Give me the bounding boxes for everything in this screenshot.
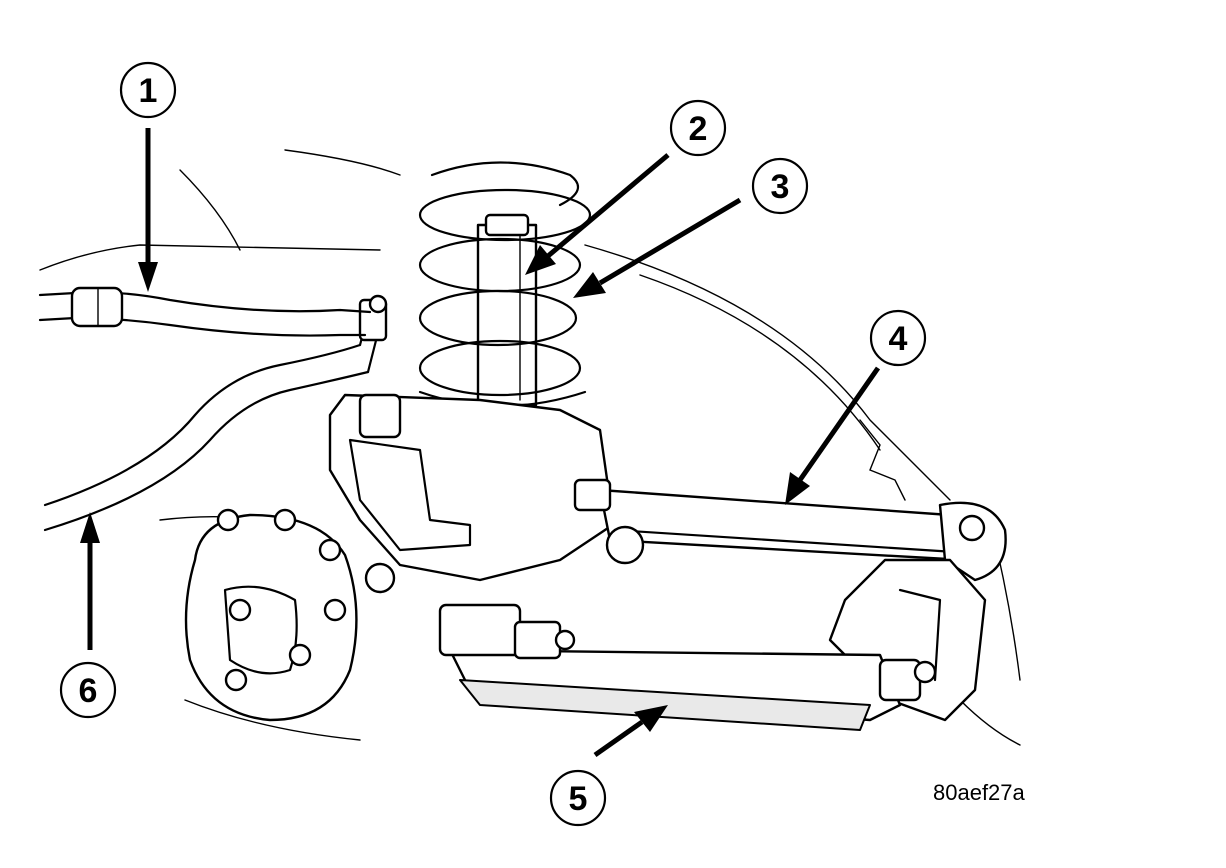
callout-2-label: 2 xyxy=(689,110,708,148)
body-contour-lines xyxy=(39,149,1021,746)
frame-bracket xyxy=(828,558,987,722)
callout-1-label: 1 xyxy=(139,72,158,110)
callout-6-label: 6 xyxy=(79,672,98,710)
callout-2: 2 xyxy=(669,99,727,157)
arrow-5 xyxy=(593,719,644,758)
axle-housing xyxy=(328,393,622,594)
upper-control-arm xyxy=(573,478,1007,582)
lower-control-arm xyxy=(438,603,937,731)
differential-cover xyxy=(184,508,358,722)
callout-3: 3 xyxy=(751,157,809,215)
shock-absorber xyxy=(476,213,538,407)
leader-arrows xyxy=(80,128,881,758)
callout-1: 1 xyxy=(119,61,177,119)
sway-bar xyxy=(43,294,388,532)
callout-5: 5 xyxy=(549,769,607,827)
brake-line xyxy=(38,286,372,337)
figure-code: 80aef27a xyxy=(933,780,1026,805)
callout-3-label: 3 xyxy=(771,168,790,206)
arrow-3 xyxy=(598,197,742,286)
arrow-4 xyxy=(797,366,881,482)
arrow-2 xyxy=(546,153,670,258)
callout-6: 6 xyxy=(59,661,117,719)
callout-4: 4 xyxy=(869,309,927,367)
callout-4-label: 4 xyxy=(889,320,908,358)
callout-5-label: 5 xyxy=(569,780,588,818)
